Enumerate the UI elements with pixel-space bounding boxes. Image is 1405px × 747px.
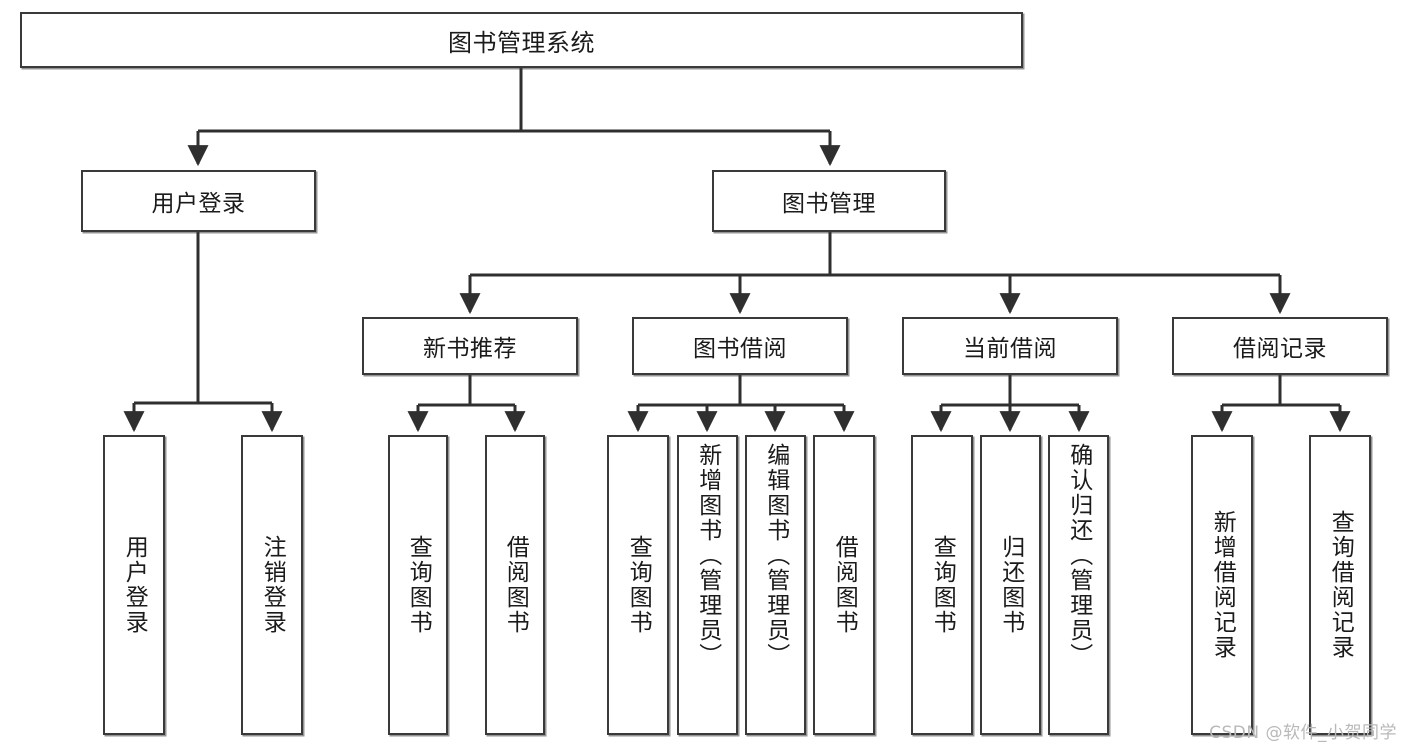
leaf-borrow-book-1[interactable]: 借阅图书 bbox=[485, 435, 545, 735]
leaf-query-book-1-label: 查询图书 bbox=[405, 535, 432, 635]
node-new-book-recommend-label: 新书推荐 bbox=[423, 336, 517, 362]
node-new-book-recommend[interactable]: 新书推荐 bbox=[362, 317, 578, 375]
leaf-user-login-label: 用户登录 bbox=[121, 535, 148, 635]
leaf-user-login[interactable]: 用户登录 bbox=[103, 435, 165, 735]
node-current-borrow-label: 当前借阅 bbox=[963, 336, 1057, 362]
leaf-add-record-label: 新增借阅记录 bbox=[1209, 510, 1236, 660]
leaf-return-book-label: 归还图书 bbox=[997, 535, 1024, 635]
node-borrow-record-label: 借阅记录 bbox=[1233, 336, 1327, 362]
node-current-borrow[interactable]: 当前借阅 bbox=[902, 317, 1118, 375]
leaf-borrow-book-1-label: 借阅图书 bbox=[502, 535, 529, 635]
leaf-add-record[interactable]: 新增借阅记录 bbox=[1191, 435, 1253, 735]
leaf-return-book[interactable]: 归还图书 bbox=[980, 435, 1041, 735]
leaf-query-book-2[interactable]: 查询图书 bbox=[607, 435, 669, 735]
leaf-confirm-return[interactable]: 确认归还（管理员） bbox=[1048, 435, 1109, 735]
node-book-management-label: 图书管理 bbox=[782, 191, 876, 217]
leaf-edit-book-label: 编辑图书（管理员） bbox=[762, 443, 789, 668]
leaf-add-book[interactable]: 新增图书（管理员） bbox=[677, 435, 738, 735]
watermark-text: CSDN @软件_小贺同学 bbox=[1209, 723, 1397, 743]
node-borrow-record[interactable]: 借阅记录 bbox=[1172, 317, 1388, 375]
leaf-query-book-3-label: 查询图书 bbox=[929, 535, 956, 635]
leaf-borrow-book-2[interactable]: 借阅图书 bbox=[813, 435, 875, 735]
leaf-confirm-return-label: 确认归还（管理员） bbox=[1065, 443, 1092, 668]
leaf-query-record[interactable]: 查询借阅记录 bbox=[1309, 435, 1371, 735]
leaf-query-book-1[interactable]: 查询图书 bbox=[388, 435, 448, 735]
node-book-borrow[interactable]: 图书借阅 bbox=[632, 317, 848, 375]
leaf-add-book-label: 新增图书（管理员） bbox=[694, 443, 721, 668]
node-user-login-label: 用户登录 bbox=[151, 191, 246, 217]
node-user-login[interactable]: 用户登录 bbox=[81, 170, 316, 232]
leaf-query-book-2-label: 查询图书 bbox=[625, 535, 652, 635]
node-book-borrow-label: 图书借阅 bbox=[693, 336, 787, 362]
leaf-logout-label: 注销登录 bbox=[259, 535, 286, 635]
leaf-query-record-label: 查询借阅记录 bbox=[1327, 510, 1354, 660]
node-root[interactable]: 图书管理系统 bbox=[20, 12, 1023, 68]
leaf-borrow-book-2-label: 借阅图书 bbox=[831, 535, 858, 635]
node-book-management[interactable]: 图书管理 bbox=[712, 170, 946, 232]
leaf-edit-book[interactable]: 编辑图书（管理员） bbox=[745, 435, 806, 735]
node-root-label: 图书管理系统 bbox=[448, 28, 595, 57]
leaf-query-book-3[interactable]: 查询图书 bbox=[911, 435, 973, 735]
leaf-logout[interactable]: 注销登录 bbox=[241, 435, 303, 735]
